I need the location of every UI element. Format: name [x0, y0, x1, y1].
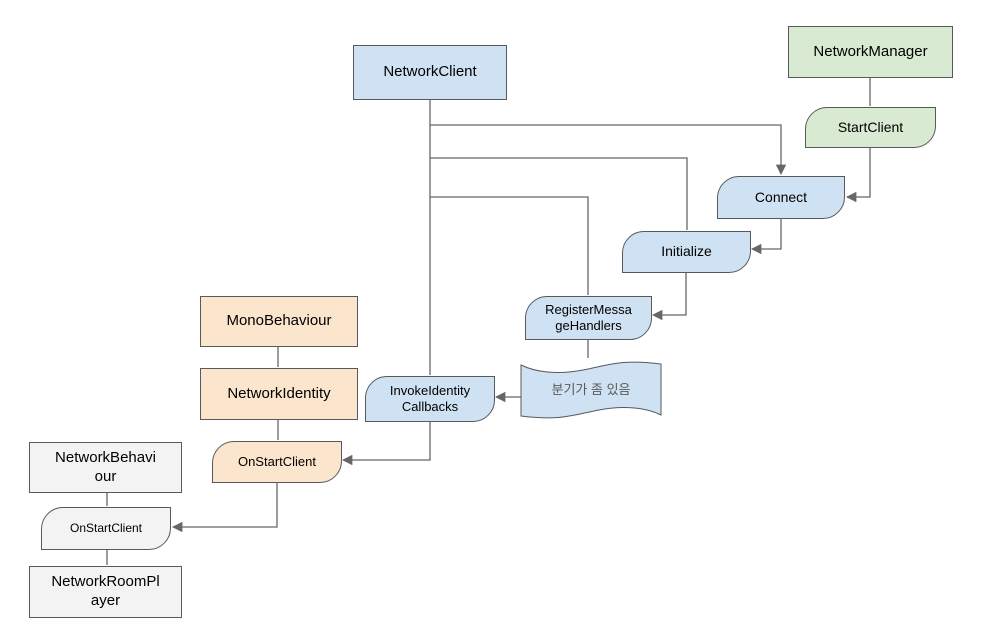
connector-networkclient-connect	[430, 124, 787, 176]
connector-initialize-registermessagehandlers	[651, 273, 687, 321]
node-label: Initialize	[661, 243, 712, 260]
node-register-message-handlers: RegisterMessageHandlers	[525, 296, 652, 340]
node-network-manager: NetworkManager	[788, 26, 953, 78]
node-label: NetworkRoomPlayer	[51, 573, 160, 609]
node-invoke-identity-callbacks: InvokeIdentityCallbacks	[365, 376, 495, 422]
node-on-start-client-behaviour: OnStartClient	[41, 507, 171, 550]
node-initialize: Initialize	[622, 231, 751, 273]
node-label: RegisterMessageHandlers	[545, 301, 632, 333]
node-label: NetworkIdentity	[227, 384, 331, 402]
node-label: 분기가 좀 있음	[551, 381, 631, 397]
node-branch-note: 분기가 좀 있음	[520, 358, 662, 422]
node-label: NetworkManager	[813, 42, 928, 60]
node-label: Connect	[754, 188, 808, 205]
node-on-start-client-identity: OnStartClient	[212, 441, 342, 483]
node-mono-behaviour: MonoBehaviour	[200, 296, 358, 347]
node-label: StartClient	[837, 118, 904, 135]
node-label: MonoBehaviour	[226, 312, 332, 330]
connector-invokeidentitycallbacks-onstartclient	[341, 422, 431, 466]
node-connect: Connect	[717, 176, 845, 219]
punched-tape-shape-icon	[520, 361, 662, 419]
connector-connect-initialize	[750, 219, 782, 255]
connector-networkclient-registermessagehandlers	[430, 196, 589, 295]
node-label: OnStartClient	[237, 453, 317, 469]
node-label: NetworkClient	[383, 63, 477, 81]
connector-networkclient-initialize	[430, 157, 688, 230]
node-network-identity: NetworkIdentity	[200, 368, 358, 420]
node-label: InvokeIdentityCallbacks	[389, 382, 471, 414]
node-network-client: NetworkClient	[353, 45, 507, 100]
node-label: OnStartClient	[69, 521, 143, 535]
node-network-behaviour: NetworkBehaviour	[29, 442, 182, 493]
node-network-room-player: NetworkRoomPlayer	[29, 566, 182, 618]
connector-startclient-connect	[845, 148, 871, 203]
connector-onstartclient-onstartclient	[171, 483, 278, 533]
node-start-client: StartClient	[805, 107, 936, 148]
node-label: NetworkBehaviour	[55, 448, 156, 485]
